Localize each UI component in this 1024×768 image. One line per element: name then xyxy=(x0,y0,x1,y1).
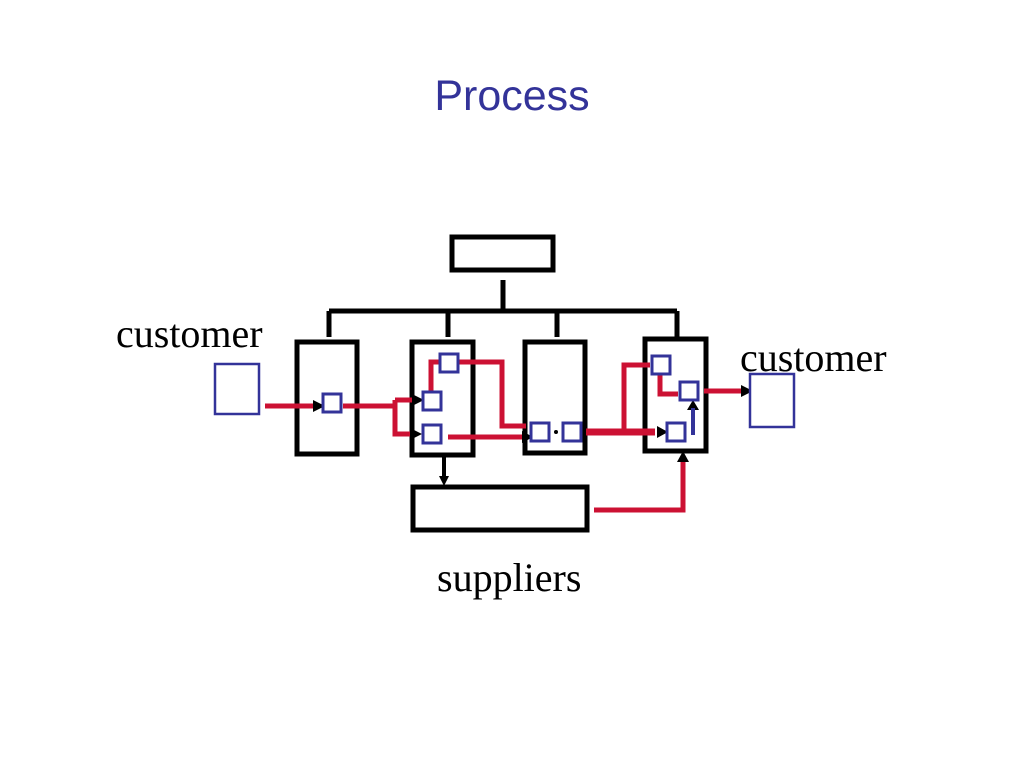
flow-arrowheads xyxy=(313,385,753,462)
arrowhead-into-task-4c xyxy=(657,426,668,438)
arrowhead-into-task-2c xyxy=(410,428,422,440)
task-box-2c xyxy=(421,423,443,445)
slide-title: Process xyxy=(434,72,590,120)
process-flow xyxy=(265,359,745,513)
task-box-3b xyxy=(561,421,583,443)
task-box-4c xyxy=(665,421,687,443)
task-box-2b xyxy=(421,390,443,412)
task-box-3a xyxy=(529,421,551,443)
arrowhead-into-task-3a xyxy=(522,431,533,443)
flow-branch-up-to-task-4a xyxy=(621,362,650,432)
task-box-4b xyxy=(678,380,700,402)
suppliers-label: suppliers xyxy=(437,555,582,600)
arrowhead-from-suppliers xyxy=(677,451,689,462)
arrowhead-into-task-1 xyxy=(313,400,325,412)
customer-output-label: customer xyxy=(740,335,887,380)
flow-task-4a-to-4b xyxy=(657,374,678,397)
suppliers-box xyxy=(410,484,590,533)
task-boxes xyxy=(213,352,796,445)
task-box-4a xyxy=(650,354,672,376)
customer-output-box xyxy=(748,372,796,429)
arrowhead-return-up xyxy=(687,400,699,410)
arrowhead-into-task-2b xyxy=(412,394,424,406)
arrowhead-into-customer xyxy=(741,385,753,397)
customer-input-label: customer xyxy=(116,311,263,356)
flow-split-lower xyxy=(392,400,416,437)
flow-task-2b-up-to-2a xyxy=(428,359,442,392)
flow-task-2a-to-dept-3 xyxy=(458,359,526,429)
flow-suppliers-to-dept-4 xyxy=(594,462,686,513)
task-box-2a xyxy=(438,352,460,374)
customer-input-box xyxy=(213,362,261,416)
supplier-connector-arrowhead xyxy=(439,476,449,486)
top-management-box xyxy=(449,234,556,273)
connector-dot-dept-3 xyxy=(554,430,558,434)
task-box-1 xyxy=(321,392,343,414)
